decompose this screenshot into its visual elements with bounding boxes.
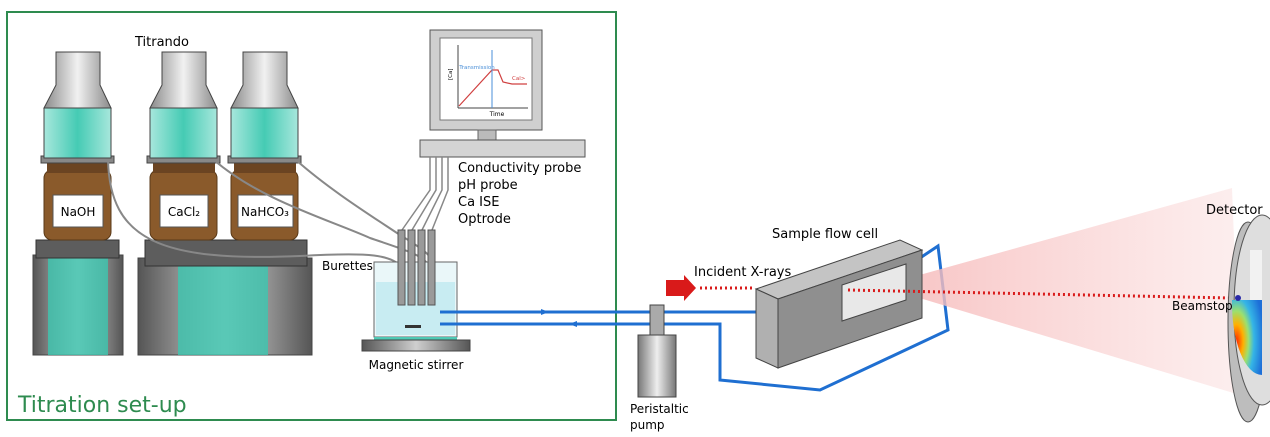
beaker: [373, 229, 458, 338]
flow-arrow-right: [541, 309, 549, 315]
monitor-cal: Cal>: [512, 76, 526, 82]
titration-frame: [6, 11, 617, 421]
xray-arrow: [666, 275, 696, 301]
probe-ph: pH probe: [458, 178, 518, 193]
probe-conductivity: Conductivity probe: [458, 161, 581, 176]
detector: [1227, 214, 1270, 423]
computer: [419, 29, 586, 158]
cacl2-label: CaCl₂: [168, 205, 200, 219]
peristaltic-pump: [637, 304, 677, 398]
naoh-label-box: [52, 194, 104, 228]
flow-tubing: [440, 243, 950, 392]
probe-ca-ise: Ca ISE: [458, 195, 499, 210]
incident-xrays-label: Incident X-rays: [694, 265, 792, 280]
pump-label-2: pump: [630, 418, 665, 432]
monitor-transmission: Transmission: [458, 65, 495, 71]
beamstop-dot: [1235, 295, 1241, 301]
monitor-ylabel: [Ca]: [448, 68, 454, 80]
magnetic-stirrer-label: Magnetic stirrer: [369, 358, 464, 372]
titrando-label: Titrando: [134, 35, 189, 50]
xray-scatter-cone: [880, 188, 1240, 395]
cacl2-label-box: [159, 194, 209, 228]
probe-optrode: Optrode: [458, 212, 511, 227]
xray-beam-out: [847, 288, 1231, 300]
burettes-label: Burettes: [322, 259, 373, 273]
detector-label: Detector: [1206, 203, 1263, 218]
nahco3-label-box: [237, 194, 294, 228]
sample-flow-cell-label: Sample flow cell: [772, 227, 878, 242]
pump-label-1: Peristaltic: [630, 402, 689, 416]
nahco3-label: NaHCO₃: [241, 205, 289, 219]
beamstop-label: Beamstop: [1172, 299, 1233, 313]
titration-setup-label: Titration set-up: [17, 393, 187, 418]
sample-flow-cell: [754, 239, 924, 369]
monitor-xlabel: Time: [489, 111, 505, 118]
naoh-label: NaOH: [61, 205, 96, 219]
magnetic-stirrer: [361, 337, 471, 352]
flow-arrow-left: [569, 321, 577, 327]
probe-cables: [401, 157, 449, 231]
